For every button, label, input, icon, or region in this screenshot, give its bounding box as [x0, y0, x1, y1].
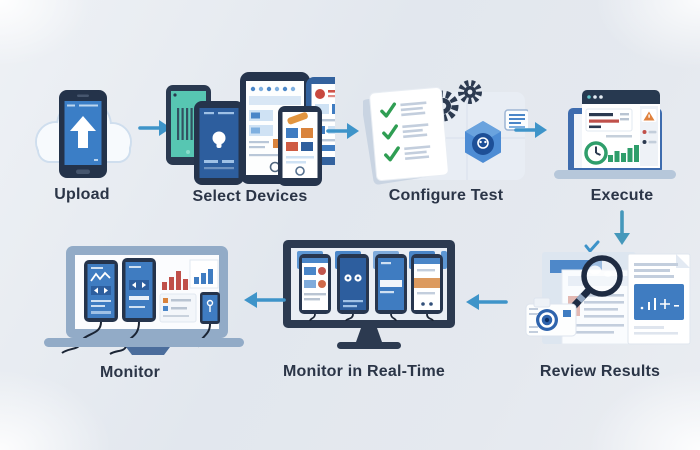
step-label-review-results: Review Results: [539, 363, 661, 380]
monitor-connected-phones-icon: [283, 240, 455, 349]
step-upload: [22, 80, 142, 185]
warning-icon: [643, 111, 655, 121]
step-label-monitor: Monitor: [99, 364, 161, 381]
gear-icon: [458, 80, 482, 104]
camera-icon: [525, 297, 577, 337]
step-monitor-realtime: [277, 238, 462, 358]
step-label-upload: Upload: [54, 186, 110, 203]
arrow-right-icon: [514, 119, 548, 146]
red-bar-chart-icon: [162, 271, 188, 290]
step-label-select-devices: Select Devices: [192, 188, 308, 205]
test-badge-icon: [465, 121, 501, 163]
step-execute: [540, 84, 690, 184]
arrow-left-icon: [464, 290, 508, 319]
checklist-gears-badge-icon: [363, 80, 528, 185]
cloud-upload-phone-icon: [35, 90, 132, 178]
step-label-execute: Execute: [590, 187, 654, 204]
device-group-icon: [166, 72, 335, 186]
step-configure-test: [363, 76, 528, 186]
laptop-dashboard-icon: [554, 90, 676, 179]
timer-icon: [584, 141, 608, 165]
arrow-right-icon: [138, 117, 172, 144]
step-label-monitor-realtime: Monitor in Real-Time: [283, 363, 445, 380]
step-monitor: [38, 240, 253, 360]
arrow-left-icon: [242, 288, 286, 317]
blue-bar-chart-icon: [189, 259, 219, 289]
arrow-down-icon: [610, 210, 634, 251]
step-review-results: [524, 240, 694, 355]
step-select-devices: [160, 72, 335, 187]
bar-chart-icon: [608, 145, 639, 162]
document-card-icon: [504, 109, 528, 131]
arrow-right-icon: [326, 120, 360, 147]
magnifier-icon: [570, 255, 623, 310]
documents-magnifier-camera-icon: [525, 240, 691, 345]
step-label-configure-test: Configure Test: [388, 187, 504, 204]
laptop-connected-devices-icon: [44, 246, 244, 355]
